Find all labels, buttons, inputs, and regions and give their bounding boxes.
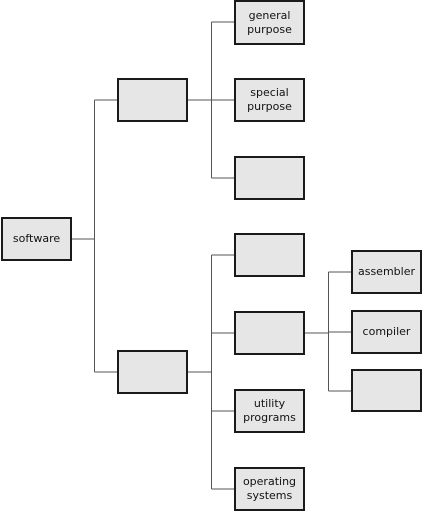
node-branch-a-blank — [234, 156, 305, 200]
node-software: software — [1, 217, 72, 261]
node-branch-b-blank-2 — [234, 311, 305, 355]
node-operating-systems: operating systems — [234, 467, 305, 511]
node-level3-blank — [351, 369, 422, 412]
node-general-purpose: general purpose — [234, 0, 305, 45]
node-branch-a — [117, 78, 188, 122]
node-compiler: compiler — [351, 310, 422, 354]
node-assembler: assembler — [351, 250, 422, 294]
node-special-purpose: special purpose — [234, 78, 305, 122]
node-branch-b-blank-1 — [234, 233, 305, 277]
node-branch-b — [117, 350, 188, 394]
node-utility-programs: utility programs — [234, 389, 305, 433]
